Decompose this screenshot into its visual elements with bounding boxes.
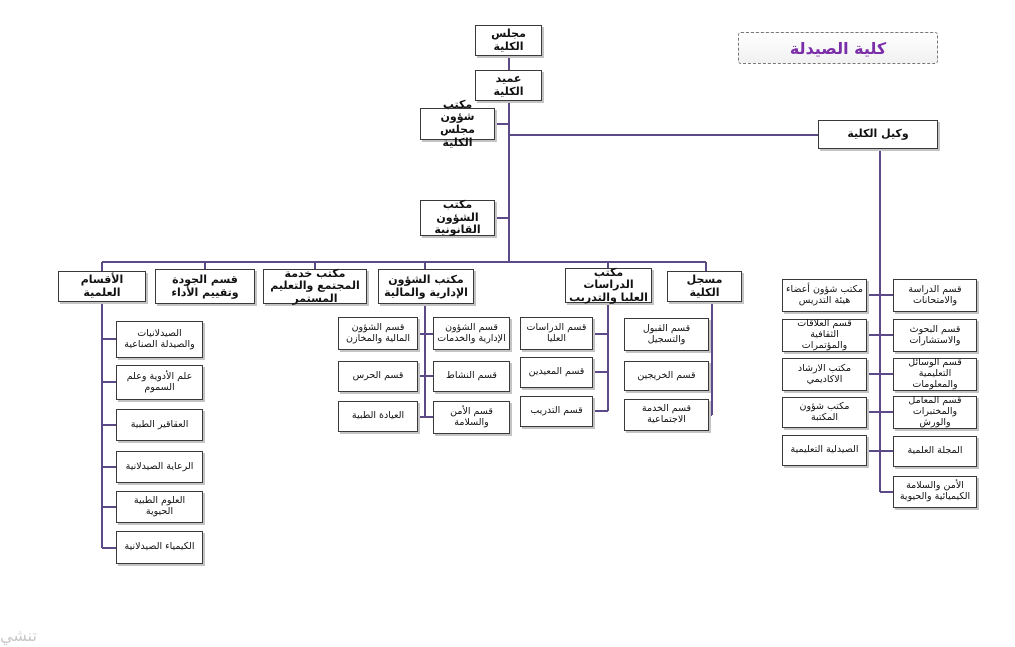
- admin-sub-finance-stores: قسم الشؤون المالية والمخازن: [338, 317, 418, 350]
- vice-sub-journal: المجلة العلمية: [893, 436, 977, 467]
- node-grad-studies: مكتب الدراسات العليا والتدريب: [565, 266, 652, 304]
- vice-sub-research: قسم البحوث والاستشارات: [893, 319, 977, 352]
- admin-sub-security: قسم الأمن والسلامة: [433, 401, 510, 434]
- registrar-sub-graduates: قسم الخريجين: [624, 361, 709, 391]
- vice-sub-labs: قسم المعامل والمختبرات والورش: [893, 395, 977, 429]
- node-dean: عميد الكلية: [475, 70, 542, 101]
- vice-sub-library: مكتب شؤون المكتبة: [782, 397, 867, 428]
- registrar-sub-admission: قسم القبول والتسجيل: [624, 318, 709, 351]
- dept-pharmacy-practice: الرعاية الصيدلانية: [116, 451, 203, 483]
- node-registrar: مسجل الكلية: [667, 271, 742, 302]
- node-community-service: مكتب خدمة المجتمع والتعليم المستمر: [263, 267, 367, 305]
- dept-pharmaceutics: الصيدلانيات والصيدلة الصناعية: [116, 321, 203, 358]
- node-scientific-departments: الأقسام العلمية: [58, 271, 146, 302]
- vice-sub-teaching-pharmacy: الصيدلية التعليمية: [782, 435, 867, 466]
- node-council-affairs: مكتب شؤون مجلس الكلية: [420, 98, 495, 148]
- registrar-sub-social: قسم الخدمة الاجتماعية: [624, 399, 709, 431]
- grad-sub-postgraduate: قسم الدراسات العليا: [520, 317, 593, 350]
- admin-sub-guards: قسم الحرس: [338, 361, 418, 392]
- vice-sub-faculty-affairs: مكتب شؤون أعضاء هيئة التدريس: [782, 279, 867, 312]
- dept-pharmacology: علم الأدوية وعلم السموم: [116, 365, 203, 400]
- dept-pharmacognosy: العقاقير الطبية: [116, 409, 203, 441]
- node-quality: قسم الجودة وتقييم الأداء: [155, 269, 255, 304]
- vice-sub-safety: الأمن والسلامة الكيميائية والحيوية: [893, 476, 977, 508]
- vice-sub-media: قسم الوسائل التعليمية والمعلومات: [893, 357, 977, 391]
- vice-sub-exams: قسم الدراسة والامتحانات: [893, 279, 977, 312]
- node-legal-affairs: مكتب الشؤون القانونية: [420, 198, 495, 236]
- dept-pharmaceutical-chemistry: الكيمياء الصيدلانية: [116, 531, 203, 564]
- node-college-council: مجلس الكلية: [475, 25, 542, 56]
- admin-sub-activity: قسم النشاط: [433, 361, 510, 392]
- node-vice-dean: وكيل الكلية: [818, 120, 938, 149]
- node-admin-finance: مكتب الشؤون الإدارية والمالية: [378, 269, 474, 304]
- grad-sub-assistants: قسم المعيدين: [520, 357, 593, 388]
- admin-sub-services: قسم الشؤون الإدارية والخدمات: [433, 317, 510, 350]
- grad-sub-training: قسم التدريب: [520, 396, 593, 427]
- dept-biomedical-sciences: العلوم الطبية الحيوية: [116, 491, 203, 523]
- admin-sub-clinic: العيادة الطبية: [338, 401, 418, 432]
- vice-sub-academic-advising: مكتب الارشاد الاكاديمي: [782, 358, 867, 391]
- watermark-text: تنشي: [0, 626, 37, 645]
- vice-sub-cultural-relations: قسم العلاقات الثقافية والمؤتمرات: [782, 318, 867, 352]
- college-title: كلية الصيدلة: [738, 32, 938, 64]
